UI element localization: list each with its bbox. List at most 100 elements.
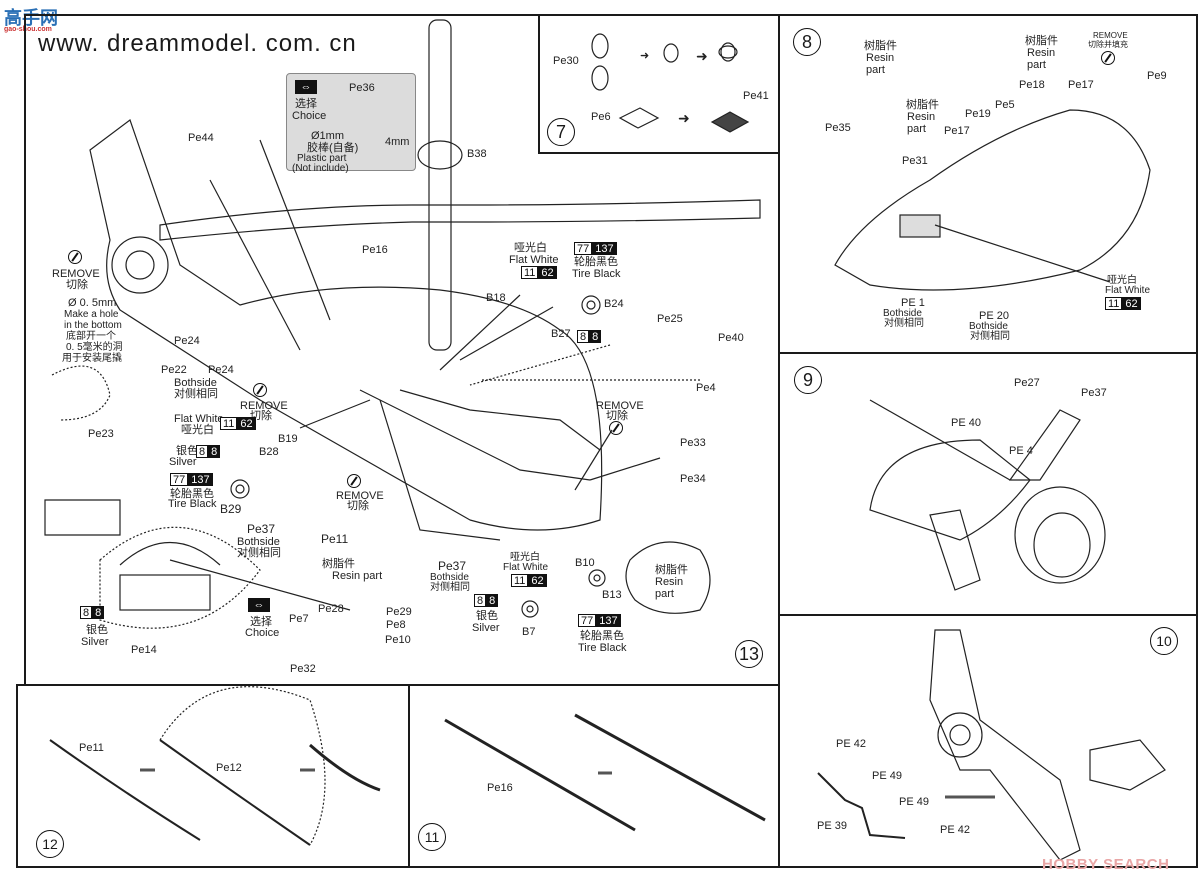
bothside-label: Bothside xyxy=(237,536,280,548)
part-label: B10 xyxy=(575,557,595,569)
step-number-10: 10 xyxy=(1150,627,1178,655)
choice-cn: 选择 xyxy=(295,98,317,110)
step-number-9: 9 xyxy=(794,366,822,394)
part-label: B29 xyxy=(220,502,242,516)
part-label: Pe8 xyxy=(386,619,406,631)
choice-icon: ⇔ xyxy=(295,80,317,94)
part-label: Pe37 xyxy=(247,522,276,536)
color-label-en: Silver xyxy=(81,636,109,648)
fenestron xyxy=(111,236,169,294)
part-label: Pe24 xyxy=(208,364,234,376)
step-number-13: 13 xyxy=(735,640,763,668)
part-label: Pe10 xyxy=(385,634,411,646)
diameter: Ø1mm xyxy=(311,130,344,142)
bothside-cn: 对侧相同 xyxy=(970,331,1010,342)
part-label: Pe11 xyxy=(321,532,349,546)
bothside-label: Bothside xyxy=(430,572,469,583)
color-label-en: Silver xyxy=(169,456,197,468)
hole-note-en2: in the bottom xyxy=(64,320,122,331)
part-label: Pe22 xyxy=(161,364,187,376)
watermark-hobby-search: HOBBY SEARCH xyxy=(1042,856,1170,873)
part-label: PE 49 xyxy=(899,796,929,808)
part-label: Pe23 xyxy=(88,428,114,440)
part-label: PE 42 xyxy=(940,824,970,836)
resin-cn: 树脂件 xyxy=(655,564,688,576)
hole-size: Ø 0. 5mm xyxy=(68,297,117,309)
bothside-label: Bothside xyxy=(883,308,922,319)
hole-note-cn2: 0. 5毫米的洞 xyxy=(66,342,123,353)
part-label: Pe4 xyxy=(696,382,716,394)
part-label: B28 xyxy=(259,446,279,458)
part-label: Pe30 xyxy=(553,55,579,67)
rotor-hub-b38 xyxy=(417,140,463,170)
info-box-plastic-part: ⇔ 选择 Choice Pe36 Ø1mm 胶棒(自备) Plastic par… xyxy=(286,73,416,174)
bothside-label: Bothside xyxy=(174,377,217,389)
step13-frame xyxy=(24,14,784,686)
remove-label: REMOVE xyxy=(336,490,384,502)
resin-cn: 树脂件 xyxy=(906,99,939,111)
part-label: Pe11 xyxy=(79,742,104,754)
rotor-blade-horizontal xyxy=(159,199,761,241)
part-label: PE 4 xyxy=(1009,445,1033,457)
color-label-cn: 哑光白 xyxy=(1107,275,1137,286)
choice-label: Choice xyxy=(245,627,280,639)
part-label: Pe17 xyxy=(944,125,970,137)
arrow-icon: ➜ xyxy=(640,50,650,62)
tail-view xyxy=(929,629,1081,861)
color-label-en: Flat White xyxy=(174,413,224,425)
color-label-cn: 哑光白 xyxy=(510,552,540,563)
step-number-8: 8 xyxy=(793,28,821,56)
remove-icon xyxy=(1101,51,1115,65)
color-label-en: Flat White xyxy=(509,254,559,266)
color-label-en: Flat White xyxy=(1105,285,1151,296)
hole-note-cn3: 用于安装尾撬 xyxy=(62,353,122,364)
step13-bottom-rule xyxy=(24,684,780,686)
color-label-cn: 银色 xyxy=(476,610,498,622)
part-label: B13 xyxy=(602,589,622,601)
part-label: B38 xyxy=(467,148,487,160)
tail-boom xyxy=(869,439,1031,541)
part-label: Pe33 xyxy=(680,437,706,449)
part-label: Pe32 xyxy=(290,663,316,675)
part-label: Pe41 xyxy=(743,90,769,102)
part-label: PE 49 xyxy=(872,770,902,782)
part-label: PE 20 xyxy=(979,310,1009,322)
part-label: Pe19 xyxy=(965,108,991,120)
part-label: PE 39 xyxy=(817,820,847,832)
remove-label: REMOVE xyxy=(52,268,100,280)
color-label-cn: 哑光白 xyxy=(514,242,547,254)
remove-icon xyxy=(347,474,361,488)
part-label: Pe17 xyxy=(1068,79,1094,91)
resin-label: Resin part xyxy=(655,576,684,600)
color-label-cn: 轮胎黑色 xyxy=(574,256,618,268)
resin-label: Resin part xyxy=(866,52,895,76)
color-label-en: Tire Black xyxy=(578,642,627,654)
part-pe36: Pe36 xyxy=(349,82,375,94)
remove-cn: 切除 xyxy=(66,279,88,291)
watermark-logo: 高手网 xyxy=(4,8,58,28)
remove-label: REMOVE xyxy=(1093,31,1128,40)
part-label: B18 xyxy=(486,292,506,304)
part-label: Pe29 xyxy=(386,606,412,618)
step-number-7: 7 xyxy=(547,118,575,146)
part-label: Pe16 xyxy=(362,244,388,256)
resin-cn: 树脂件 xyxy=(1025,35,1058,47)
bothside-cn: 对侧相同 xyxy=(174,388,218,400)
remove-icon xyxy=(609,421,623,435)
color-label-en: Silver xyxy=(472,622,500,634)
part-label: PE 1 xyxy=(901,297,925,309)
part-label: Pe34 xyxy=(680,473,706,485)
resin-cn: 树脂件 xyxy=(864,40,897,52)
plastic-cn: 胶棒(自备) xyxy=(307,142,359,154)
plastic-en: Plastic part xyxy=(297,153,347,164)
color-label-en: Tire Black xyxy=(168,498,217,510)
hole-note-cn1: 底部开一个 xyxy=(66,331,116,342)
